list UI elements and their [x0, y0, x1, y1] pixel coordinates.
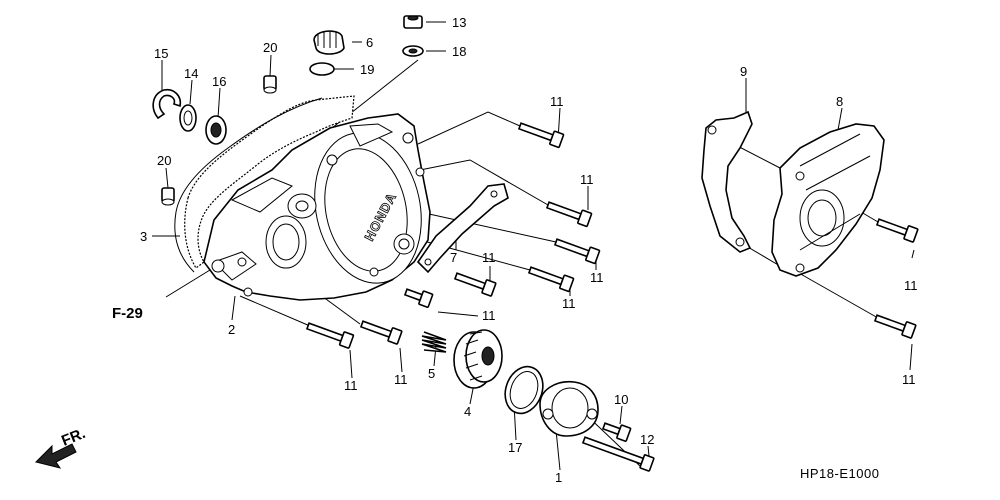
callout-11-e: 11	[482, 250, 496, 265]
callout-numbers: 15 14 16 20 20 3 2 6 19 13 18 7 5 4 17 1…	[140, 15, 918, 485]
callout-16: 16	[212, 74, 226, 89]
front-direction-label: FR.	[59, 425, 88, 450]
diagram-code: HP18-E1000	[800, 466, 879, 481]
callout-14: 14	[184, 66, 198, 81]
spring	[421, 331, 447, 353]
callout-11-h: 11	[394, 372, 408, 387]
drain-bolt-13	[403, 15, 423, 29]
bolt-group	[305, 122, 919, 472]
callout-6: 6	[366, 35, 373, 50]
oil-filter	[453, 329, 503, 389]
oil-filler-cap	[313, 30, 345, 55]
bolt-10	[601, 422, 632, 442]
sprocket-cover	[771, 123, 885, 277]
bolt-12	[581, 436, 655, 472]
crankcase-cover: HONDA	[203, 113, 431, 301]
callout-9: 9	[740, 64, 747, 79]
circlip	[152, 88, 182, 120]
callout-11-d: 11	[562, 296, 576, 311]
callout-1: 1	[555, 470, 562, 485]
callout-19: 19	[360, 62, 374, 77]
oil-filter-cover	[539, 380, 599, 437]
bolt	[545, 201, 593, 228]
sprocket-cover-inner	[701, 110, 753, 253]
gasket-edge-lower	[174, 211, 195, 273]
dowel-pin-left	[161, 187, 175, 206]
front-direction-arrow: FR.	[35, 425, 88, 469]
gasket-outline	[184, 95, 355, 269]
callout-18: 18	[452, 44, 466, 59]
callout-3: 3	[140, 229, 147, 244]
o-ring-19	[309, 62, 335, 76]
callout-8: 8	[836, 94, 843, 109]
callout-17: 17	[508, 440, 522, 455]
callout-2: 2	[228, 322, 235, 337]
callout-11-f: 11	[482, 308, 496, 323]
clutch-cable-bracket	[416, 183, 509, 274]
bolt	[553, 238, 601, 265]
bolt	[305, 322, 355, 349]
gasket-edge	[175, 97, 323, 213]
callout-11-g: 11	[344, 378, 358, 393]
callout-5: 5	[428, 366, 435, 381]
bolt	[359, 320, 403, 345]
callout-11-b: 11	[580, 172, 594, 187]
callout-11-j: 11	[902, 372, 916, 387]
reference-page-label: F-29	[112, 305, 143, 322]
bolt	[403, 288, 434, 308]
callout-12: 12	[640, 432, 654, 447]
callout-7: 7	[450, 250, 457, 265]
dowel-pin-top	[263, 75, 277, 94]
callout-10: 10	[614, 392, 628, 407]
callout-11-i: 11	[904, 278, 918, 293]
callout-11-c: 11	[590, 270, 604, 285]
callout-13: 13	[452, 15, 466, 30]
callout-20-left: 20	[157, 153, 171, 168]
callout-15: 15	[154, 46, 168, 61]
bolt	[527, 266, 575, 293]
bolt	[517, 122, 565, 149]
bolt	[875, 218, 919, 243]
callout-11-a: 11	[550, 94, 564, 109]
callout-20-top: 20	[263, 40, 277, 55]
bolt	[453, 272, 497, 297]
bolt	[873, 314, 917, 339]
callout-4: 4	[464, 404, 471, 419]
